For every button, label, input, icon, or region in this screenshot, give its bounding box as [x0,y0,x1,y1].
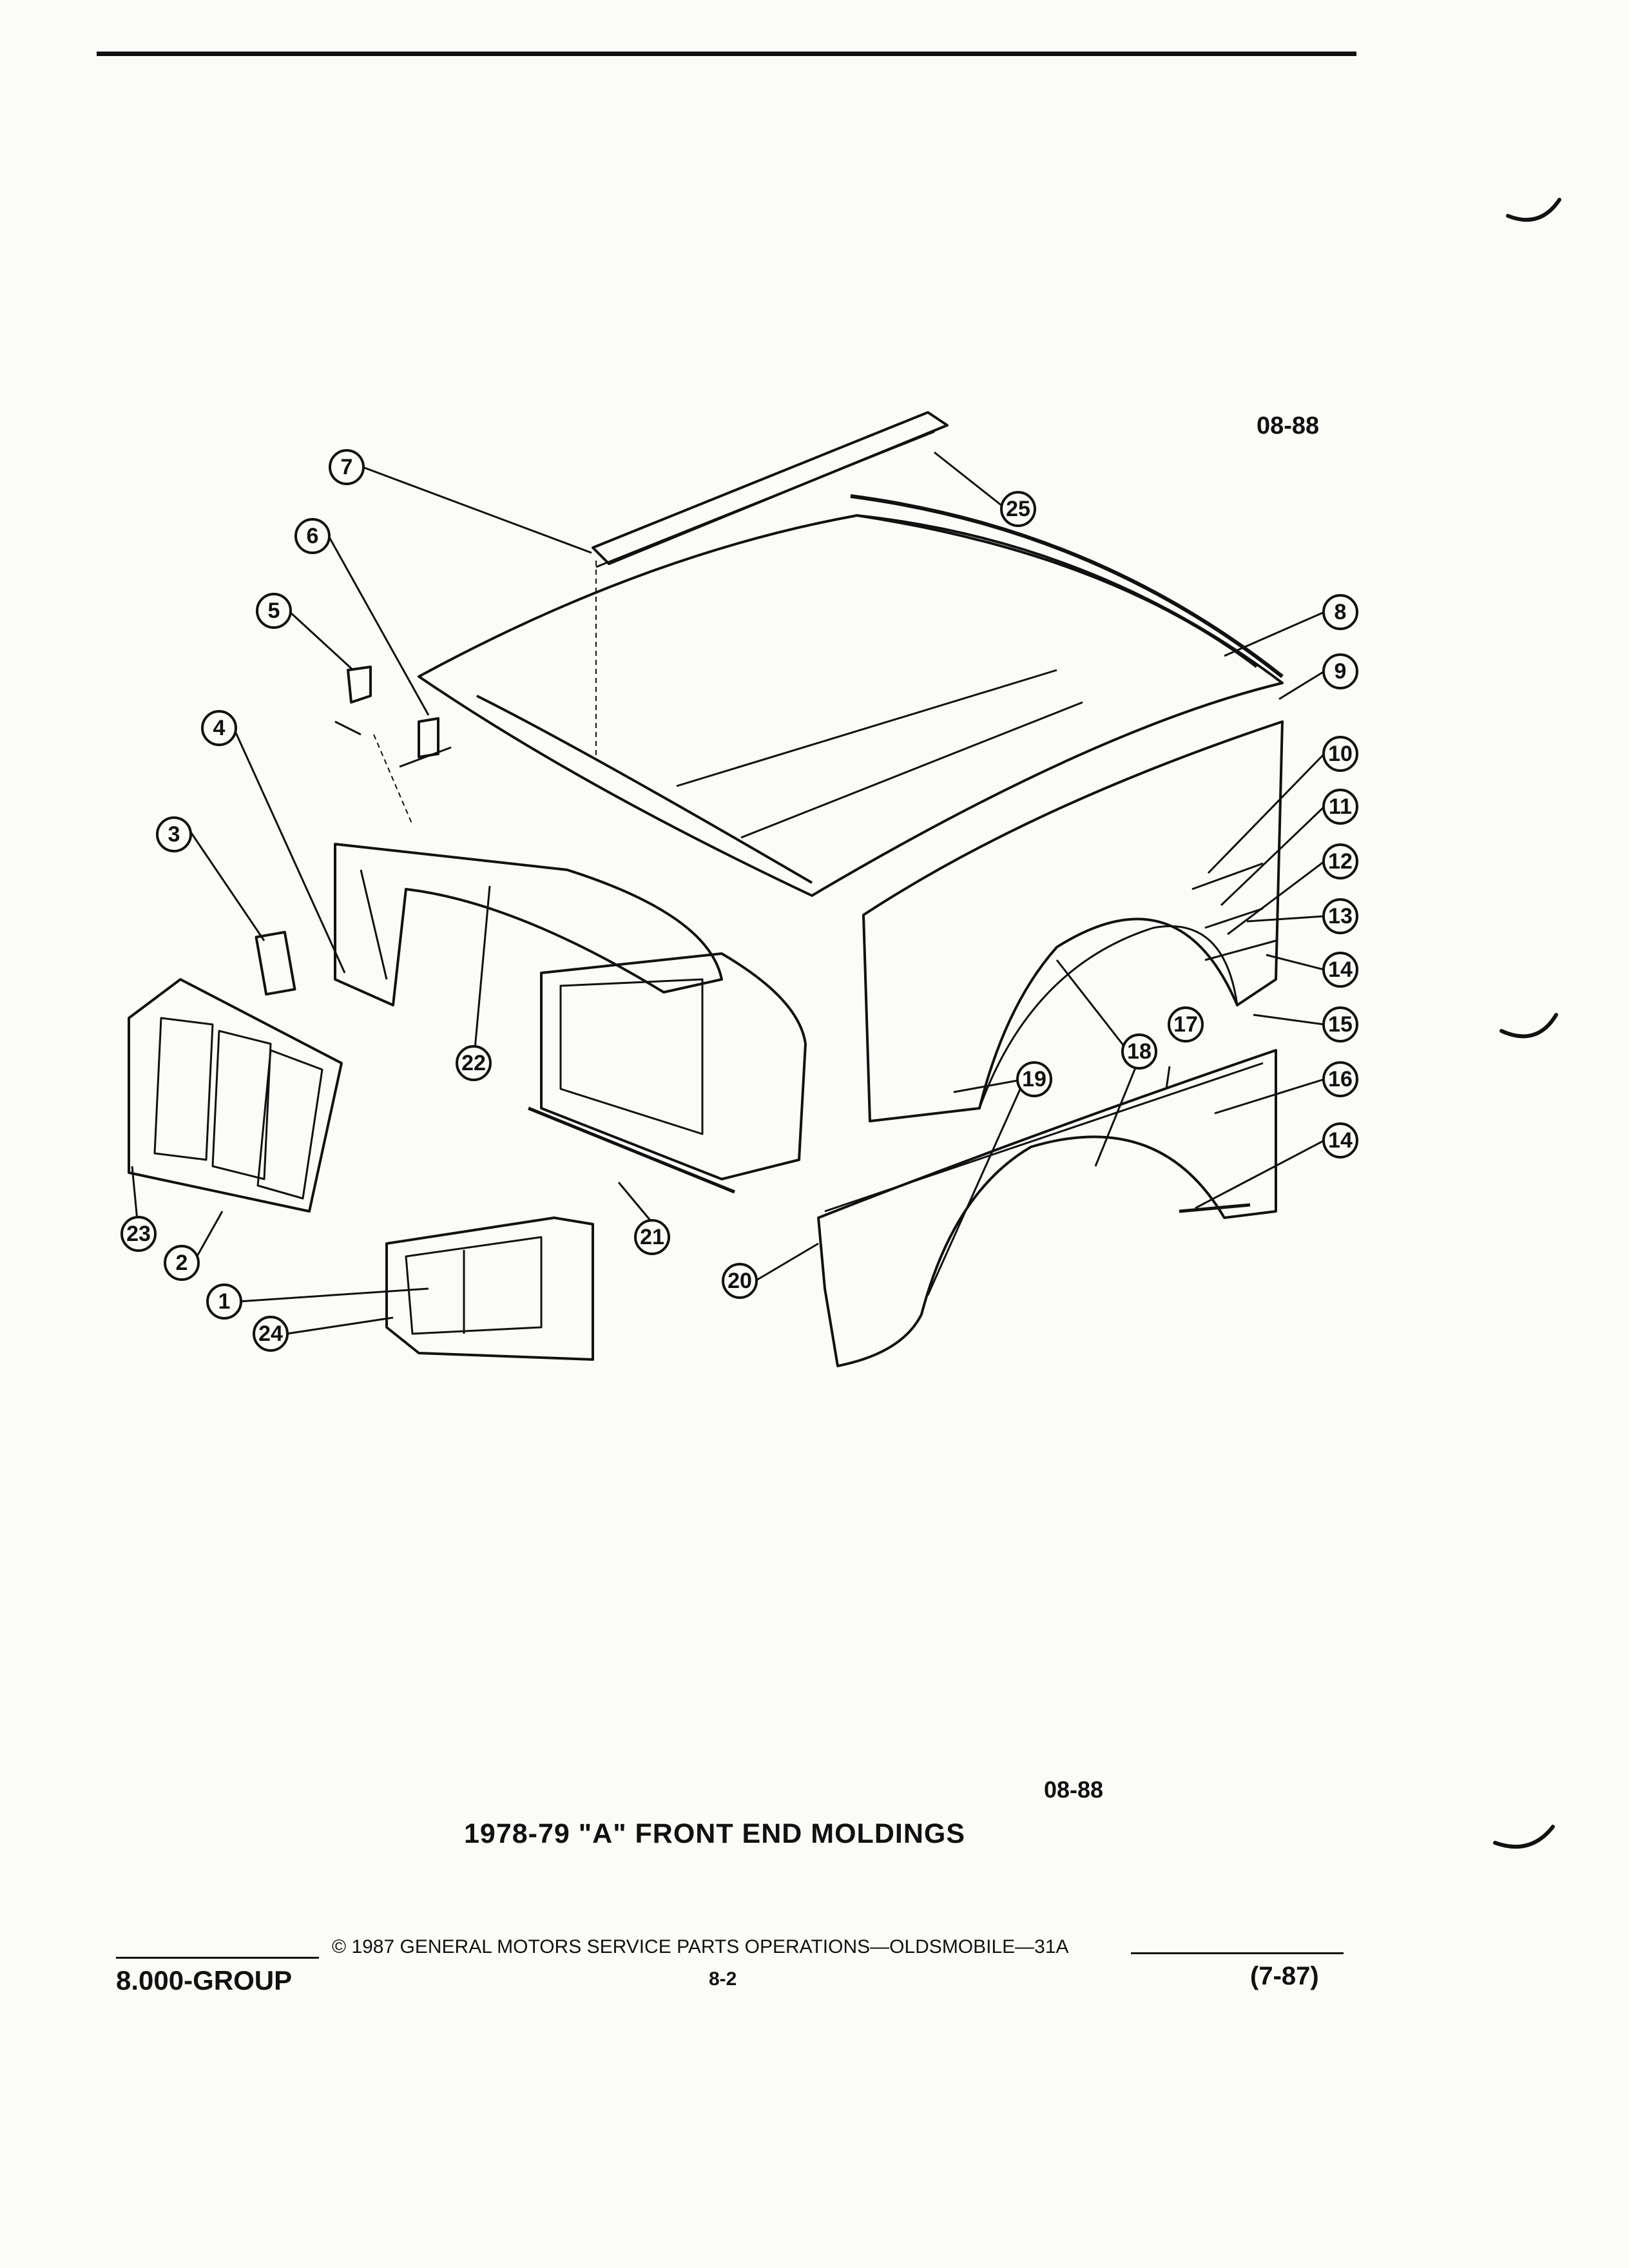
callout-label-10: 10 [1328,742,1353,766]
callout-label-4: 4 [213,716,226,740]
callout-label-22: 22 [461,1051,486,1075]
figure-code-bottom: 08-88 [1044,1776,1104,1803]
callout-21 [634,1219,670,1255]
callout-label-12: 12 [1328,849,1353,874]
hinge-bracket-right [418,717,439,758]
top-rule [97,52,1356,56]
callout-24 [253,1316,289,1352]
callout-6 [294,518,331,554]
footer-rule-left [116,1957,319,1959]
callout-14a [1322,952,1358,988]
figure-caption: 1978-79 "A" FRONT END MOLDINGS [464,1818,966,1849]
callout-2 [164,1245,200,1281]
callout-label-16: 16 [1328,1067,1353,1091]
callout-label-14a: 14 [1328,957,1353,982]
callout-label-14b: 14 [1328,1128,1353,1153]
callout-8 [1322,594,1358,630]
header-panel [334,843,723,1006]
callout-19 [1016,1061,1052,1097]
footer-copyright: © 1987 GENERAL MOTORS SERVICE PARTS OPER… [332,1936,1069,1957]
callout-label-3: 3 [168,822,180,847]
callout-9 [1322,653,1358,689]
callout-10 [1322,736,1358,772]
callout-label-25: 25 [1006,497,1030,521]
revision-date: (7-87) [1250,1962,1319,1990]
callout-3 [156,816,192,852]
callout-13 [1322,898,1358,934]
page-number: 8-2 [709,1968,737,1990]
callout-label-20: 20 [728,1269,752,1293]
callout-label-17: 17 [1173,1012,1198,1037]
callout-label-9: 9 [1335,659,1347,684]
callout-17 [1168,1006,1204,1043]
hinge-bracket-left [347,666,372,704]
callout-label-11: 11 [1329,794,1352,819]
hood-rear-molding [850,494,1284,678]
callout-label-21: 21 [640,1225,664,1249]
callout-16 [1322,1061,1358,1097]
callout-label-5: 5 [268,599,280,623]
callout-label-7: 7 [341,455,353,479]
callout-label-13: 13 [1328,904,1353,928]
callout-4 [201,710,237,746]
callout-label-19: 19 [1022,1067,1046,1091]
callout-label-8: 8 [1335,600,1347,624]
callout-label-15: 15 [1328,1012,1353,1037]
callout-label-1: 1 [218,1289,231,1314]
fender-panel [862,720,1284,1122]
hood-panel [418,514,1284,897]
callout-23 [120,1216,157,1252]
radiator-grille [128,978,343,1213]
callout-label-23: 23 [126,1222,151,1246]
callout-22 [456,1045,492,1081]
side-marker-lamp [255,930,296,996]
callout-11 [1322,789,1358,825]
front-fender-lower [817,1049,1277,1367]
callout-label-24: 24 [258,1321,283,1346]
callout-25 [1000,491,1036,527]
callout-7 [329,449,365,485]
figure-code-top: 08-88 [1257,412,1320,439]
headlamp-door [385,1216,594,1361]
callout-18 [1121,1033,1157,1070]
callout-1 [206,1283,242,1320]
callout-20 [722,1263,758,1299]
callout-label-6: 6 [307,524,319,548]
callout-12 [1322,843,1358,879]
callout-15 [1322,1006,1358,1043]
callout-label-2: 2 [176,1251,188,1275]
cowl-molding [592,411,949,565]
callout-label-18: 18 [1127,1039,1152,1064]
callout-5 [256,593,292,629]
group-label: 8.000-GROUP [116,1965,293,1995]
headlamp-bezel [540,952,807,1180]
footer-rule-right [1131,1952,1344,1954]
callout-14b [1322,1122,1358,1158]
